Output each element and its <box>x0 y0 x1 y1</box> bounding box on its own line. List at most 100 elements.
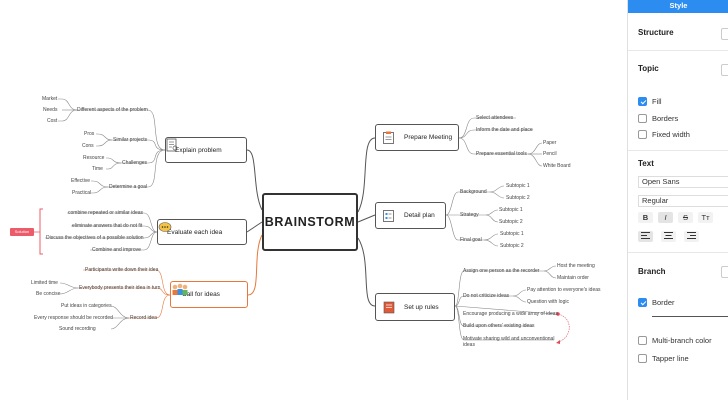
subtopic[interactable]: Subtopic 2 <box>500 243 524 249</box>
subtopic[interactable]: combine repeated or similar ideas <box>68 210 144 216</box>
subtopic[interactable]: Paper <box>543 140 557 146</box>
subtopic[interactable]: Subtopic 1 <box>499 207 523 213</box>
style-panel: Style Structure Topic Fill Borders Fixed… <box>627 0 728 400</box>
subtopic[interactable]: Pros <box>84 131 95 137</box>
subtopic[interactable]: Record idea <box>130 315 157 321</box>
align-right-button[interactable] <box>684 231 699 242</box>
borders-label: Borders <box>652 114 679 123</box>
mindmap-canvas[interactable]: Solution BRAINSTORM Explain problem Eval… <box>0 0 627 400</box>
summary-solution-badge[interactable]: Solution <box>10 228 34 236</box>
borders-checkbox[interactable] <box>638 114 647 123</box>
align-left-button[interactable] <box>638 231 653 242</box>
document-icon <box>166 138 178 152</box>
border-label: Border <box>652 298 675 307</box>
subtopic[interactable]: Prepare essential tools <box>476 151 527 157</box>
subtopic[interactable]: Motivate sharing wild and unconventional… <box>463 336 555 348</box>
divider <box>628 50 728 51</box>
subtopic[interactable]: eliminate answers that do not fit <box>72 223 143 229</box>
subtopic[interactable]: Build upon others' existing ideas <box>463 323 535 329</box>
topic-detail-plan[interactable]: Detail plan <box>375 202 446 229</box>
font-family-select[interactable]: Open Sans <box>638 176 728 188</box>
subtopic[interactable]: Select attendees <box>476 115 514 121</box>
topic-set-up-rules[interactable]: Set up rules <box>375 293 455 321</box>
chat-bubble-icon <box>158 222 172 232</box>
multi-branch-color-label: Multi-branch color <box>652 336 712 345</box>
subtopic[interactable]: Practical <box>72 190 92 196</box>
topic-label: Detail plan <box>404 212 435 219</box>
checklist-icon <box>383 210 394 222</box>
subtopic[interactable]: Inform the date and place <box>476 127 533 133</box>
subtopic[interactable]: Subtopic 2 <box>506 195 530 201</box>
subtopic[interactable]: Strategy <box>460 212 479 218</box>
divider <box>628 252 728 253</box>
subtopic[interactable]: Combine and improve <box>92 247 141 253</box>
subtopic[interactable]: Question with logic <box>527 299 569 305</box>
subtopic[interactable]: Pencil <box>543 151 557 157</box>
tapper-line-checkbox[interactable] <box>638 354 647 363</box>
font-weight-select[interactable]: Regular <box>638 195 728 207</box>
subtopic[interactable]: Needs <box>43 107 58 113</box>
topic-prepare-meeting[interactable]: Prepare Meeting <box>375 124 459 151</box>
topic-label: Set up rules <box>404 303 439 311</box>
subtopic[interactable]: Sound recording <box>59 326 96 332</box>
subtopic[interactable]: White Board <box>543 163 571 169</box>
border-checkbox[interactable] <box>638 298 647 307</box>
topic-label: Evaluate each idea <box>167 228 223 236</box>
border-line-preview[interactable] <box>652 316 728 317</box>
subtopic[interactable]: Market <box>42 96 58 102</box>
tapper-line-label: Tapper line <box>652 354 689 363</box>
text-case-button[interactable]: Tт <box>698 212 713 223</box>
subtopic[interactable]: Cost <box>47 118 58 124</box>
fixed-width-label: Fixed width <box>652 130 690 139</box>
subtopic[interactable]: Final goal <box>460 237 482 243</box>
italic-button[interactable]: I <box>658 212 673 223</box>
strikethrough-button[interactable]: S <box>678 212 693 223</box>
topic-label: Prepare Meeting <box>404 134 453 141</box>
subtopic[interactable]: Assign one person as the recorder <box>463 268 540 274</box>
subtopic[interactable]: Subtopic 1 <box>500 231 524 237</box>
subtopic[interactable]: Put ideas in categories <box>61 303 112 309</box>
subtopic[interactable]: Determine a goal <box>109 184 148 190</box>
fill-checkbox[interactable] <box>638 97 647 106</box>
subtopic[interactable]: Maintain order <box>557 275 589 281</box>
topic-call-for-ideas[interactable]: Call for ideas <box>170 281 248 308</box>
section-topic-heading: Topic <box>638 64 659 73</box>
structure-dropdown[interactable] <box>721 28 728 40</box>
subtopic[interactable]: Every response should be recorded <box>34 315 113 321</box>
align-left-icon <box>641 232 650 239</box>
subtopic[interactable]: Pay attention to everyone's ideas <box>527 287 601 293</box>
subtopic[interactable]: Be concise <box>36 291 61 297</box>
subtopic[interactable]: Cons <box>82 143 94 149</box>
subtopic[interactable]: Discuss the objectives of a possible sol… <box>46 235 144 241</box>
fixed-width-checkbox[interactable] <box>638 130 647 139</box>
subtopic[interactable]: Limited time <box>31 280 58 286</box>
clipboard-icon <box>383 131 394 144</box>
subtopic[interactable]: Host the meeting <box>557 263 595 269</box>
topic-shape-dropdown[interactable] <box>721 64 728 76</box>
topic-explain-problem[interactable]: Explain problem <box>165 137 247 163</box>
section-text-heading: Text <box>638 159 654 168</box>
subtopic[interactable]: Encourage producing a wide array of idea… <box>463 311 559 317</box>
bold-button[interactable]: B <box>638 212 653 223</box>
subtopic[interactable]: Effective <box>71 178 91 184</box>
subtopic[interactable]: Different aspects of the problem <box>77 107 148 113</box>
subtopic[interactable]: Everybody presents their idea in turn <box>79 285 161 291</box>
branch-dropdown[interactable] <box>721 266 728 278</box>
section-structure-heading: Structure <box>638 28 674 37</box>
subtopic[interactable]: Time <box>92 166 103 172</box>
central-topic[interactable]: BRAINSTORM <box>262 193 358 251</box>
multi-branch-color-checkbox[interactable] <box>638 336 647 345</box>
connector-lines <box>34 98 570 344</box>
tab-style[interactable]: Style <box>628 0 728 13</box>
align-center-button[interactable] <box>661 231 676 242</box>
subtopic[interactable]: Similar projects <box>113 137 148 143</box>
subtopic[interactable]: Background <box>460 189 487 195</box>
topic-label: Explain problem <box>175 146 222 154</box>
subtopic[interactable]: Participants write down their idea <box>85 267 159 273</box>
subtopic[interactable]: Subtopic 2 <box>499 219 523 225</box>
subtopic[interactable]: Do not criticize ideas <box>463 293 510 299</box>
subtopic[interactable]: Resource <box>83 155 105 161</box>
subtopic[interactable]: Subtopic 1 <box>506 183 530 189</box>
subtopic[interactable]: Challenges <box>122 160 148 166</box>
topic-evaluate-each-idea[interactable]: Evaluate each idea <box>157 219 247 245</box>
